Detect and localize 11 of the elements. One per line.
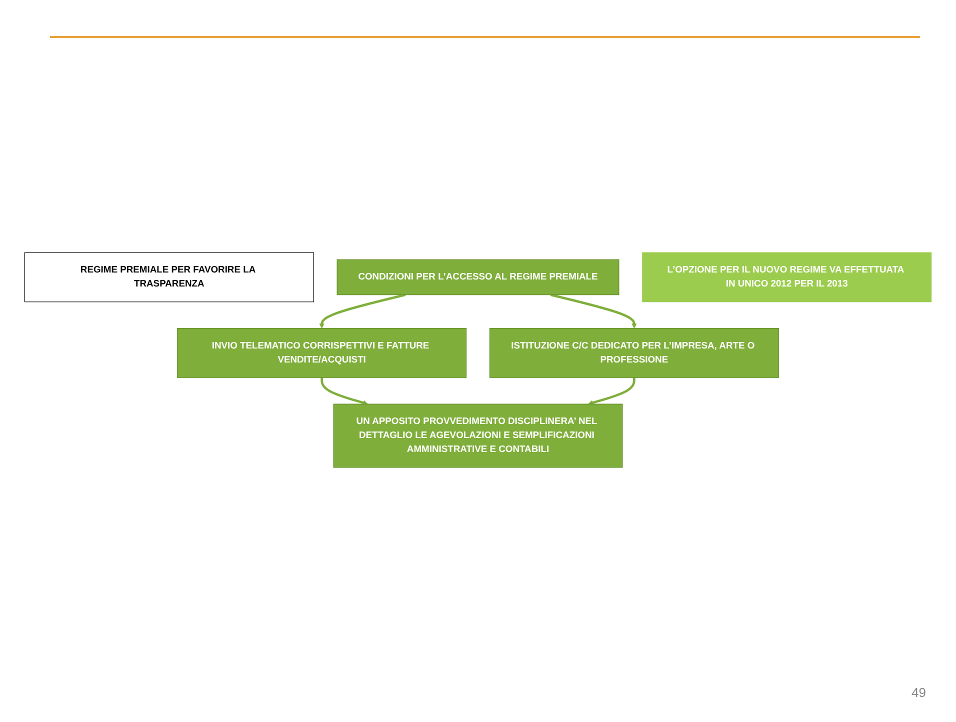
node-box: INVIO TELEMATICO CORRISPETTIVI E FATTURE VENDITE/ACQUISTI (177, 328, 467, 378)
node-box: REGIME PREMIALE PER FAVORIRE LA TRASPARENZA (24, 252, 314, 302)
node-box: ISTITUZIONE C/C DEDICATO PER L’IMPRESA, ARTE O PROFESSIONE (489, 328, 779, 378)
node-box: CONDIZIONI PER L’ACCESSO AL REGIME PREMIALE (336, 259, 620, 296)
page-number: 49 (912, 685, 926, 700)
arrow (588, 378, 636, 406)
node-box: L’OPZIONE PER IL NUOVO REGIME VA EFFETTUATA IN UNICO 2012 PER IL 2013 (642, 252, 932, 302)
arrow (550, 294, 637, 329)
arrow (319, 294, 406, 329)
arrow (320, 378, 368, 406)
node-box: UN APPOSITO PROVVEDIMENTO DISCIPLINERA’ NEL DETTAGLIO LE AGEVOLAZIONI E SEMPLIFICAZIONI AMMINISTRATIVE E CONTABILI (333, 404, 623, 468)
